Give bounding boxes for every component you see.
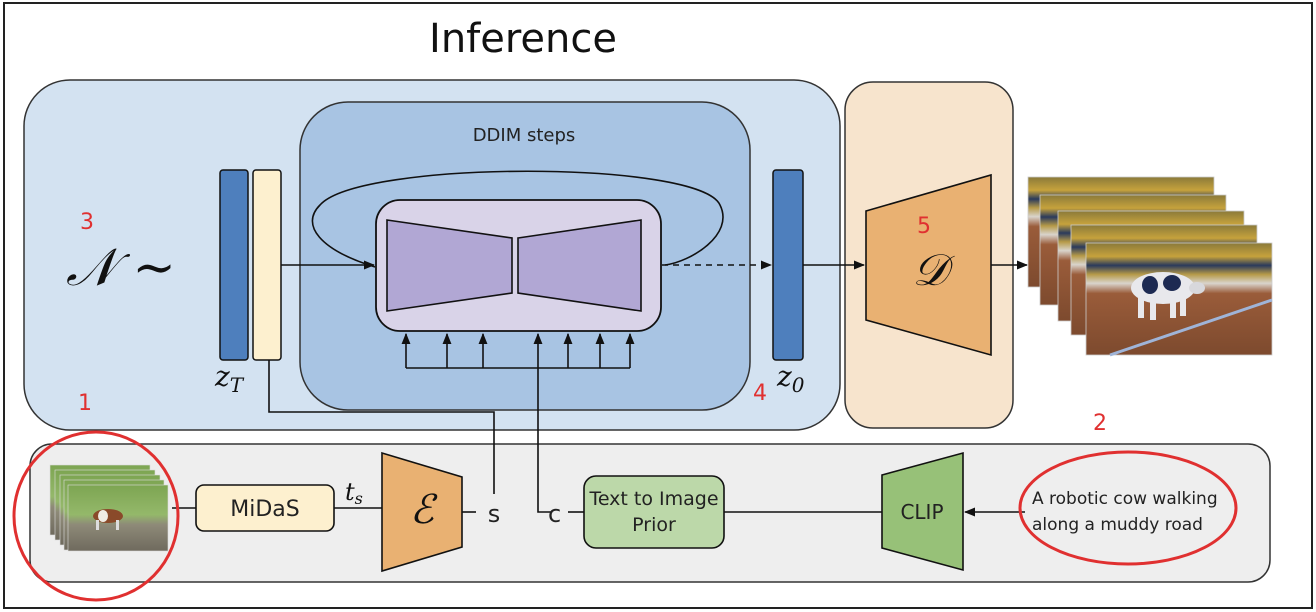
content-c-label: c bbox=[548, 500, 561, 528]
annotation-number-1: 1 bbox=[78, 391, 92, 416]
midas-label: MiDaS bbox=[230, 497, 299, 522]
diagram-title: Inference bbox=[429, 16, 617, 62]
zT-label: zT bbox=[214, 360, 245, 397]
clip-label: CLIP bbox=[900, 500, 943, 524]
annotation-number-4: 4 bbox=[753, 381, 767, 406]
annotation-number-3: 3 bbox=[80, 210, 94, 235]
decoder-block bbox=[865, 173, 992, 357]
prompt-text-line2: along a muddy road bbox=[1032, 515, 1203, 535]
encoder-block bbox=[381, 451, 463, 573]
ddim-steps-label: DDIM steps bbox=[473, 125, 576, 146]
unet-decoder-block bbox=[517, 219, 642, 312]
noise-distribution-symbol: 𝒩 ∼ bbox=[66, 238, 176, 298]
ts-label: ts bbox=[345, 478, 363, 508]
encoder-symbol: ℰ bbox=[410, 487, 438, 533]
latent-zT-noise-bar bbox=[219, 169, 249, 361]
annotation-circle-prompt bbox=[1018, 450, 1238, 566]
prior-label-line1: Text to Image bbox=[588, 488, 718, 510]
annotation-number-2: 2 bbox=[1093, 411, 1107, 436]
ddim-loop-arc bbox=[311, 170, 724, 268]
unet-conditioning-arrows bbox=[401, 332, 635, 369]
input-video-frames bbox=[49, 464, 169, 552]
structure-s-label: s bbox=[488, 500, 501, 528]
text-to-image-prior-box bbox=[583, 475, 725, 549]
annotation-circle-input-video bbox=[12, 430, 180, 602]
c-to-unet-connector bbox=[533, 332, 552, 513]
clip-block bbox=[881, 451, 964, 572]
cow-figure bbox=[93, 509, 123, 530]
latent-z0-bar bbox=[772, 169, 804, 361]
robotic-cow-figure bbox=[1131, 272, 1205, 320]
prior-label-line2: Prior bbox=[632, 514, 676, 536]
latent-zT-structure-bar bbox=[252, 169, 282, 361]
output-video-frames bbox=[1027, 176, 1273, 357]
s-to-zT-connector bbox=[268, 360, 495, 494]
annotation-number-5: 5 bbox=[917, 214, 931, 239]
z0-label: z0 bbox=[776, 360, 805, 397]
unet-encoder-block bbox=[386, 219, 513, 312]
prompt-text-line1: A robotic cow walking bbox=[1032, 489, 1218, 509]
